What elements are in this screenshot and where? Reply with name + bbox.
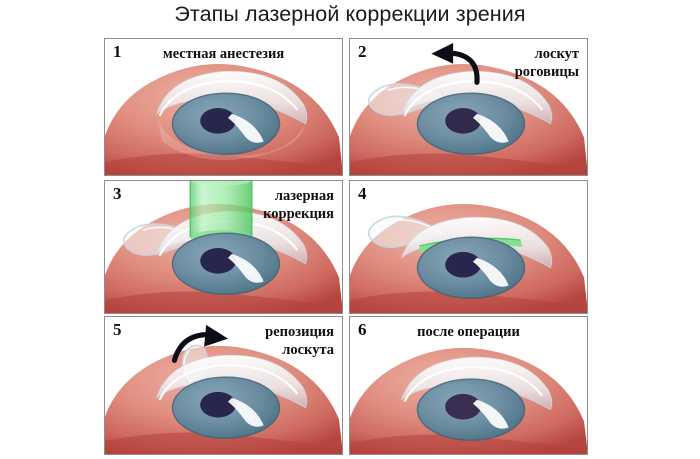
- pupil: [445, 251, 481, 278]
- eye-diagram-svg: [105, 324, 342, 454]
- eye-diagram-svg: [105, 64, 342, 175]
- flap-direction-arrow: [431, 42, 480, 85]
- eye-illustration: [105, 317, 342, 454]
- laser-beam: [189, 181, 253, 245]
- panel-label: лазерная коррекция: [263, 188, 334, 222]
- panel-label: лоскут роговицы: [514, 46, 579, 80]
- eye-diagram-svg: [350, 347, 587, 454]
- stage-panel-5: 5 репозиция лоскута: [104, 316, 343, 455]
- stage-panel-2: 2 лоскут роговицы: [349, 38, 588, 176]
- corneal-highlight: [227, 253, 264, 283]
- panel-label: после операции: [417, 324, 520, 340]
- corneal-highlight: [227, 113, 264, 143]
- eye-illustration: [105, 39, 342, 175]
- corneal-highlight: [472, 257, 509, 287]
- corneal-highlight: [472, 113, 509, 143]
- corneal-highlight: [227, 397, 264, 427]
- panel-label: местная анестезия: [162, 46, 285, 62]
- stages-grid: 1 местная анестезия: [104, 38, 588, 455]
- pupil: [445, 107, 481, 134]
- flap-direction-arrow: [171, 324, 228, 363]
- panel-number: 1: [113, 42, 122, 61]
- panel-label: репозиция лоскута: [265, 324, 334, 358]
- stage-panel-3: 3 лазерная коррекция: [104, 180, 343, 314]
- stage-panel-1: 1 местная анестезия: [104, 38, 343, 176]
- panel-number: 4: [358, 184, 367, 203]
- panel-number: 6: [358, 320, 367, 339]
- stage-panel-6: 6 после операции: [349, 316, 588, 455]
- eye-illustration: [350, 317, 587, 454]
- eye-illustration: [105, 181, 342, 313]
- stage-panel-4: 4: [349, 180, 588, 314]
- eye-diagram-svg: [105, 181, 342, 313]
- panel-number: 2: [358, 42, 367, 61]
- panel-number: 3: [113, 184, 122, 203]
- pupil: [200, 107, 236, 134]
- eye-diagram-svg: [350, 42, 587, 175]
- eye-illustration: [350, 181, 587, 313]
- pupil: [200, 247, 236, 274]
- pupil: [445, 393, 481, 420]
- corneal-highlight: [472, 399, 509, 429]
- eye-diagram-svg: [350, 204, 587, 313]
- eye-illustration: [350, 39, 587, 175]
- panel-number: 5: [113, 320, 122, 339]
- pupil: [200, 391, 236, 418]
- page-title: Этапы лазерной коррекции зрения: [174, 2, 526, 26]
- limbus-shadow: [156, 115, 306, 160]
